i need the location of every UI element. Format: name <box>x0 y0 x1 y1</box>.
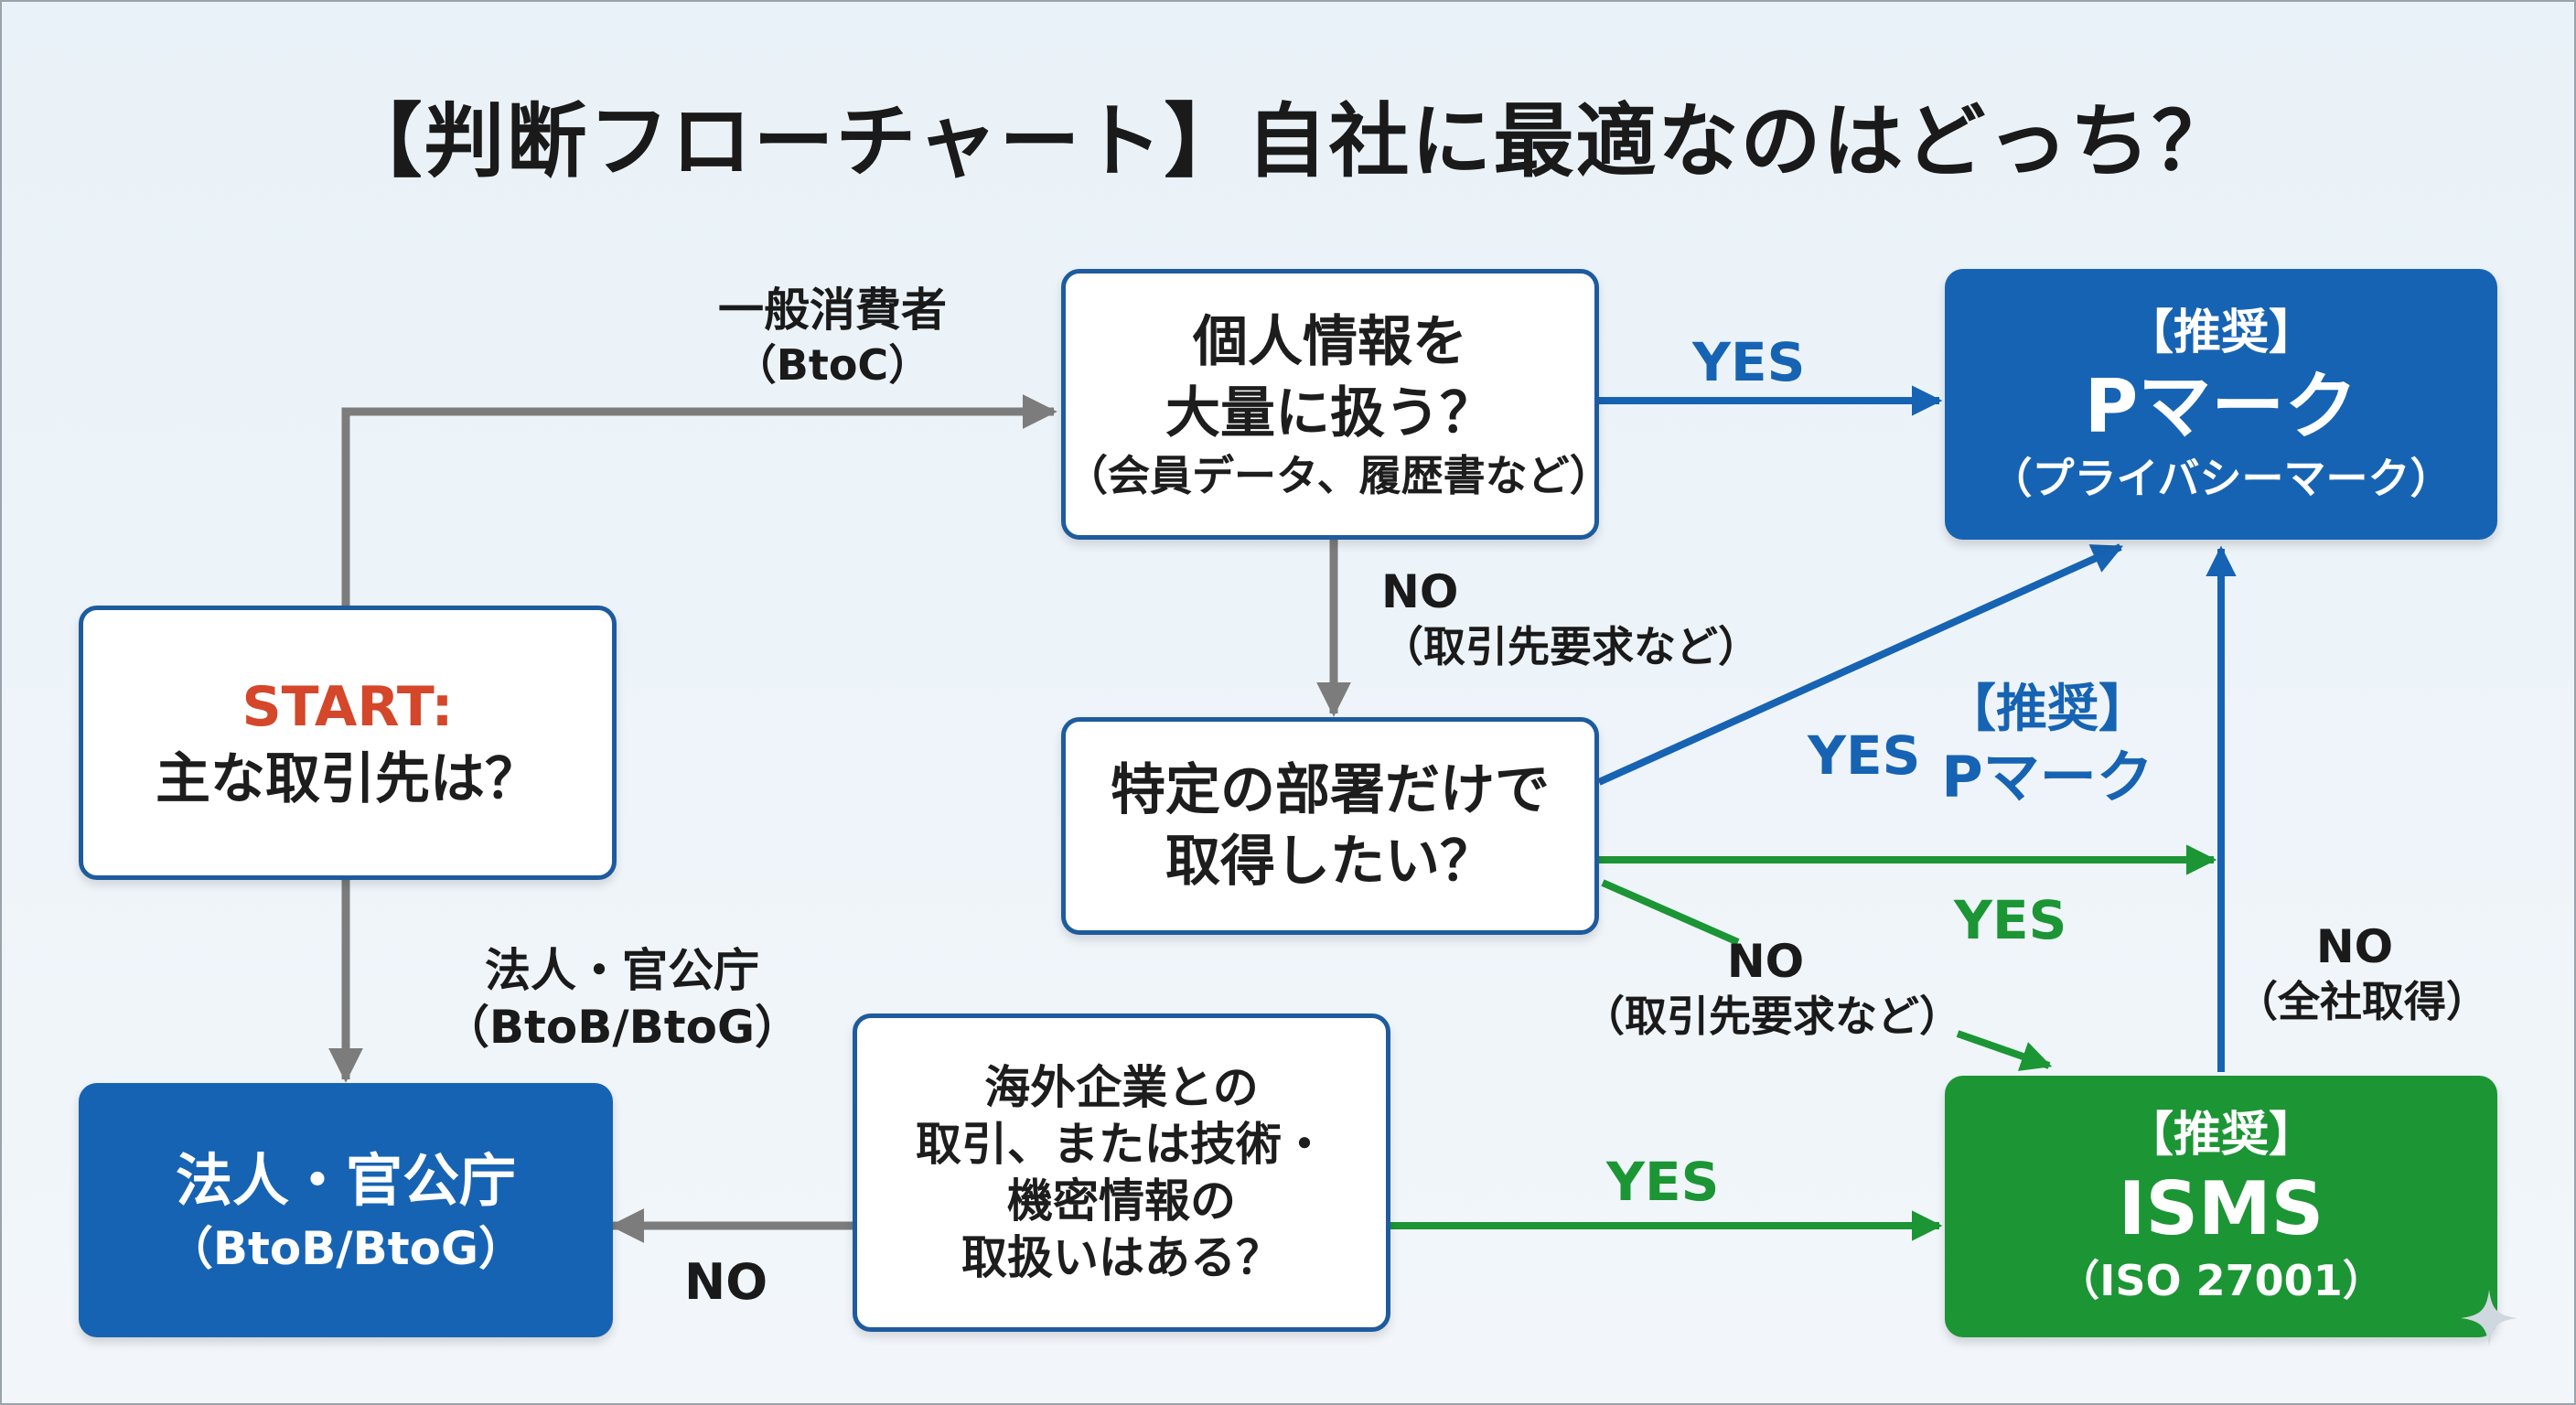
sparkle-icon <box>2461 1290 2517 1346</box>
mid-pmark-tag: 【推奨】 <box>1945 680 2150 739</box>
edge-overseas-yes-label: YES <box>1606 1151 1720 1213</box>
edge-isms-no-label: NO （全社取得） <box>2236 918 2488 1028</box>
branch-consumer-line1: 一般消費者 <box>718 284 947 337</box>
edge-personal-no-line2: （取引先要求など） <box>1381 622 1760 671</box>
edge-personal-yes-label: YES <box>1692 331 1806 393</box>
branch-corporate-line2: （BtoB/BtoG） <box>443 1001 801 1054</box>
branch-consumer-label: 一般消費者 （BtoC） <box>677 282 988 391</box>
pmark-rec-name: Pマーク <box>2084 364 2358 449</box>
branch-consumer-line2: （BtoC） <box>734 340 931 390</box>
personal-q-line2: 大量に扱う？ <box>1165 381 1495 445</box>
edge-isms-no-line2: （全社取得） <box>2236 977 2488 1026</box>
start-question: 主な取引先は？ <box>156 747 540 811</box>
isms-recommendation-box: 【推奨】 ISMS （ISO 27001） <box>1945 1076 2497 1337</box>
edge-dept-yes-blue-label: YES <box>1808 724 1921 787</box>
page-title: 【判断フローチャート】自社に最適なのはどっち？ <box>341 94 2235 188</box>
branch-corporate-line1: 法人・官公庁 <box>485 944 759 997</box>
arrow-start-to-consumer <box>341 394 1057 606</box>
pmark-rec-tag: 【推奨】 <box>2125 306 2316 360</box>
edge-overseas-no-label: NO <box>684 1253 768 1311</box>
overseas-question-box: 海外企業との 取引、または技術・ 機密情報の 取扱いはある？ <box>853 1014 1390 1332</box>
branch-corporate-label: 法人・官公庁 （BtoB/BtoG） <box>430 942 814 1056</box>
pmark-rec-sub: （プライバシーマーク） <box>1990 454 2453 503</box>
overseas-q-line3: 機密情報の <box>1007 1174 1236 1228</box>
edge-isms-no-line1: NO <box>2315 920 2394 973</box>
edge-dept-no-line2: （取引先要求など） <box>1583 992 1961 1041</box>
isms-rec-name: ISMS <box>2118 1166 2324 1251</box>
arrow-dept-no-isms <box>1601 879 1740 946</box>
start-box: START: 主な取引先は？ <box>79 606 617 880</box>
mid-pmark-recommendation-label: 【推奨】 Pマーク <box>1937 677 2157 812</box>
personal-q-line3: （会員データ、履歴書など） <box>1066 451 1612 500</box>
edge-personal-no-line1: NO <box>1381 565 1459 618</box>
corporate-box-line1: 法人・官公庁 <box>175 1147 516 1214</box>
edge-dept-yes-green-label: YES <box>1954 889 2067 951</box>
start-label: START: <box>242 675 454 739</box>
department-question-box: 特定の部署だけで 取得したい？ <box>1061 717 1599 935</box>
isms-rec-sub: （ISO 27001） <box>2057 1256 2385 1305</box>
mid-pmark-name: Pマーク <box>1941 744 2153 810</box>
arrow-dept-yes-pmark <box>1597 543 2124 786</box>
dept-q-line1: 特定の部署だけで <box>1111 758 1550 822</box>
edge-personal-no-label: NO （取引先要求など） <box>1381 563 1760 673</box>
isms-rec-tag: 【推奨】 <box>2125 1108 2316 1163</box>
edge-dept-no-line1: NO <box>1726 935 1805 988</box>
overseas-q-line1: 海外企業との <box>984 1061 1259 1114</box>
corporate-box-line2: （BtoB/BtoG） <box>166 1222 525 1275</box>
pmark-recommendation-box: 【推奨】 Pマーク （プライバシーマーク） <box>1945 269 2497 540</box>
personal-q-line1: 個人情報を <box>1193 310 1467 374</box>
dept-q-line2: 取得したい？ <box>1165 830 1495 894</box>
personal-info-question-box: 個人情報を 大量に扱う？ （会員データ、履歴書など） <box>1061 269 1612 540</box>
arrow-dept-no-isms-tip <box>1956 1030 2053 1071</box>
overseas-q-line4: 取扱いはある？ <box>961 1231 1282 1284</box>
edge-dept-no-label: NO （取引先要求など） <box>1583 933 1961 1043</box>
corporate-box: 法人・官公庁 （BtoB/BtoG） <box>79 1083 613 1337</box>
overseas-q-line2: 取引、または技術・ <box>916 1118 1327 1171</box>
